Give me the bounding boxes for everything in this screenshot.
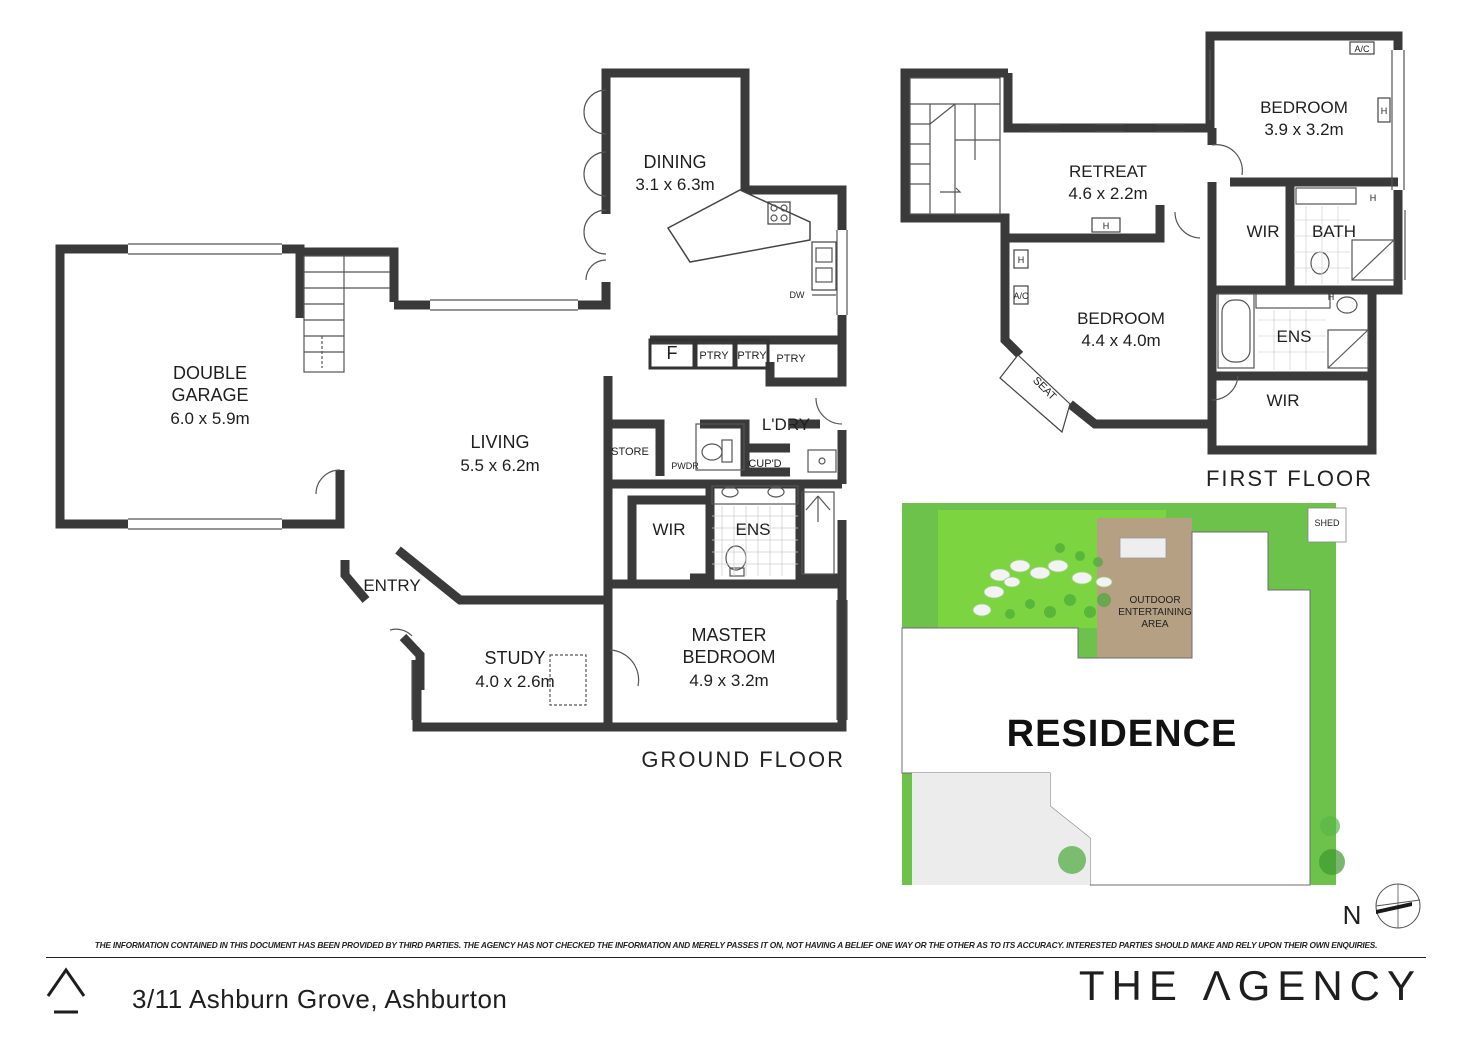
shed-label: SHED <box>1314 518 1340 528</box>
master-ens-label: ENS <box>736 520 771 539</box>
north-arrow-icon <box>1375 883 1421 929</box>
first-ens-label: ENS <box>1277 327 1312 346</box>
site-plan <box>901 503 1347 886</box>
floor-plan: DOUBLE GARAGE 6.0 x 5.9m DINING 3.1 x 6.… <box>55 31 1421 930</box>
outdoor-label-1: OUTDOOR <box>1129 595 1180 606</box>
bath-label: BATH <box>1312 222 1356 241</box>
pantry-label-3: PTRY <box>776 353 806 365</box>
bath-tiles <box>1258 206 1350 370</box>
outdoor-label-3: AREA <box>1141 619 1169 630</box>
dishwasher-label: DW <box>790 290 805 300</box>
cupboard-label: CUP'D <box>748 458 781 470</box>
first-floor-title: FIRST FLOOR <box>1206 466 1373 491</box>
powder-label: PWDR <box>671 461 699 471</box>
ground-floor-fixtures <box>128 89 848 720</box>
dining-size: 3.1 x 6.3m <box>635 175 714 194</box>
living-label: LIVING <box>470 432 529 452</box>
entry-label: ENTRY <box>363 576 420 595</box>
bedroom-3-label: BEDROOM <box>1077 309 1165 328</box>
study-label: STUDY <box>484 648 545 668</box>
heater-label-3: H <box>1018 255 1025 265</box>
residence-label: RESIDENCE <box>1007 713 1238 755</box>
disclaimer-text: THE INFORMATION CONTAINED IN THIS DOCUME… <box>94 940 1378 950</box>
bedroom-2-size: 3.9 x 3.2m <box>1264 120 1343 139</box>
master-wir-label: WIR <box>652 520 685 539</box>
laundry-label: L'DRY <box>762 415 810 434</box>
store-label: STORE <box>611 446 649 458</box>
agency-logo-icon <box>46 967 86 1014</box>
heater-label-4: H <box>1370 193 1377 203</box>
north-label: N <box>1343 900 1362 930</box>
first-floor-fixtures <box>909 41 1406 434</box>
property-address: 3/11 Ashburn Grove, Ashburton <box>132 984 508 1014</box>
retreat-label: RETREAT <box>1069 162 1147 181</box>
living-size: 5.5 x 6.2m <box>460 456 539 475</box>
ground-floor-walls <box>55 68 847 732</box>
pantry-label-1: PTRY <box>699 350 729 362</box>
retreat-size: 4.6 x 2.2m <box>1068 184 1147 203</box>
heater-label-5: H <box>1328 292 1335 302</box>
ens-tiles <box>712 506 798 576</box>
garage-label-2: GARAGE <box>171 385 248 405</box>
heater-label-1: H <box>1381 106 1388 116</box>
first-wir-label: WIR <box>1246 222 1279 241</box>
ac-label-1: A/C <box>1354 44 1370 54</box>
first-wir-2-label: WIR <box>1266 391 1299 410</box>
master-label-1: MASTER <box>691 625 766 645</box>
master-size: 4.9 x 3.2m <box>689 671 768 690</box>
agency-brand: THE ΛGENCY <box>1078 962 1422 1009</box>
heater-label-2: H <box>1103 221 1110 231</box>
fridge-label: F <box>667 343 678 363</box>
master-label-2: BEDROOM <box>682 647 775 667</box>
outdoor-label-2: ENTERTAINING <box>1118 607 1192 618</box>
footer-divider <box>46 957 1426 958</box>
ac-label-2: A/C <box>1013 291 1029 301</box>
dining-label: DINING <box>644 152 707 172</box>
bedroom-3-size: 4.4 x 4.0m <box>1081 331 1160 350</box>
ground-floor-title: GROUND FLOOR <box>641 747 845 772</box>
garage-label-1: DOUBLE <box>173 363 247 383</box>
study-size: 4.0 x 2.6m <box>475 672 554 691</box>
pantry-label-2: PTRY <box>737 350 767 362</box>
garage-size: 6.0 x 5.9m <box>170 409 249 428</box>
bedroom-2-label: BEDROOM <box>1260 98 1348 117</box>
